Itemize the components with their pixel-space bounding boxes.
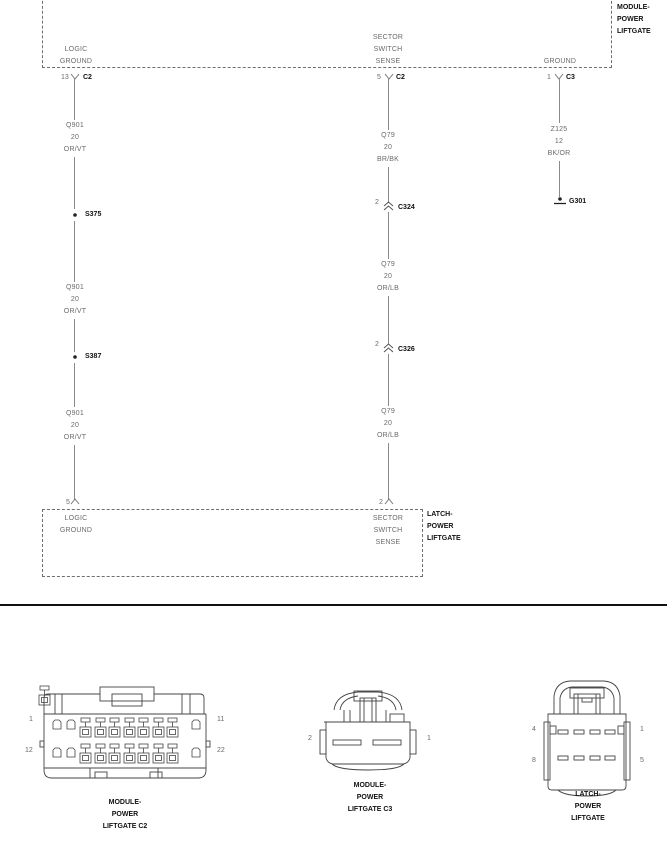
caption-line: MODULE- <box>353 782 387 789</box>
inline-connector-icon <box>383 201 394 211</box>
connector-latch-face-icon <box>543 680 631 797</box>
title-line: LIFTGATE <box>427 535 461 542</box>
wire-q901 <box>74 445 76 500</box>
wire-q79 <box>388 212 390 259</box>
wire-circuit-id: Q901 <box>66 410 84 417</box>
pin-label-ground: GROUND <box>59 527 93 534</box>
section-divider <box>0 604 667 606</box>
pin-label-sense: SENSE <box>375 539 401 546</box>
wire-color: BR/BK <box>376 156 399 163</box>
pin-number: 2 <box>375 199 379 206</box>
caption-line: MODULE- <box>108 799 142 806</box>
caption-line: POWER <box>111 811 139 818</box>
wire-q901 <box>74 157 76 209</box>
wire-color: OR/VT <box>63 146 87 153</box>
splice-label: S387 <box>85 353 102 360</box>
connector-c3-face-icon <box>319 690 417 771</box>
splice-dot-icon <box>73 355 77 359</box>
pin-label-switch: SWITCH <box>373 46 403 53</box>
wire-gauge: 20 <box>383 273 393 280</box>
pin-label-sector: SECTOR <box>372 34 404 41</box>
pin-label: 11 <box>217 716 225 723</box>
connector-name: C2 <box>83 74 92 81</box>
wire-z125 <box>559 161 561 197</box>
pin-label-sector: SECTOR <box>372 515 404 522</box>
caption-line: LATCH- <box>575 791 601 798</box>
pin-number: 5 <box>377 74 381 81</box>
splice-label: S375 <box>85 211 102 218</box>
caption-line: POWER <box>574 803 602 810</box>
wire-q901 <box>74 79 76 120</box>
wire-color: OR/VT <box>63 308 87 315</box>
pin-number: 1 <box>547 74 551 81</box>
connector-name: C3 <box>566 74 575 81</box>
pin-label-logic: LOGIC <box>64 46 88 53</box>
pin-label: 12 <box>25 747 33 754</box>
pin-label-logic: LOGIC <box>64 515 88 522</box>
pin-number: 13 <box>61 74 69 81</box>
pin-label: 4 <box>532 726 536 733</box>
wire-circuit-id: Q79 <box>381 408 395 415</box>
inline-connector-name: C326 <box>398 346 415 353</box>
wire-gauge: 20 <box>383 144 393 151</box>
module-power-liftgate-box <box>42 0 612 68</box>
pin-number: 2 <box>379 499 383 506</box>
caption-line: LIFTGATE C2 <box>102 823 148 830</box>
inline-connector-icon <box>383 343 394 353</box>
wire-q79 <box>388 79 390 130</box>
pin-label-sense: SENSE <box>375 58 401 65</box>
connector-c2-face-icon <box>38 685 211 779</box>
connector-male-icon <box>70 498 80 505</box>
inline-connector-name: C324 <box>398 204 415 211</box>
wire-z125 <box>559 79 561 123</box>
ground-icon <box>554 197 566 205</box>
pin-label: 1 <box>427 735 431 742</box>
wire-gauge: 20 <box>383 420 393 427</box>
wire-circuit-id: Q79 <box>381 132 395 139</box>
wire-color: OR/LB <box>376 285 399 292</box>
pin-label: 8 <box>532 757 536 764</box>
wire-circuit-id: Q79 <box>381 261 395 268</box>
caption-line: LIFTGATE C3 <box>347 806 393 813</box>
title-line: POWER <box>617 16 644 23</box>
wire-gauge: 20 <box>70 134 80 141</box>
pin-number: 5 <box>66 499 70 506</box>
latch-power-liftgate-box <box>42 509 423 577</box>
ground-label: G301 <box>569 198 587 205</box>
wire-q79 <box>388 354 390 406</box>
pin-label: 1 <box>640 726 644 733</box>
pin-label: 5 <box>640 757 644 764</box>
title-line: LATCH- <box>427 511 453 518</box>
connector-male-icon <box>384 498 394 505</box>
pin-label: 1 <box>29 716 33 723</box>
pin-number: 2 <box>375 341 379 348</box>
pin-label: 22 <box>217 747 225 754</box>
wire-q79 <box>388 296 390 344</box>
wire-q79 <box>388 167 390 203</box>
wire-color: BK/OR <box>547 150 571 157</box>
splice-dot-icon <box>73 213 77 217</box>
wire-q901 <box>74 319 76 352</box>
title-line: MODULE- <box>617 4 650 11</box>
wire-gauge: 20 <box>70 296 80 303</box>
wire-q901 <box>74 363 76 407</box>
wire-circuit-id: Z125 <box>550 126 568 133</box>
pin-label-ground-c3: GROUND <box>543 58 577 65</box>
wire-circuit-id: Q901 <box>66 284 84 291</box>
title-line: POWER <box>427 523 454 530</box>
pin-label-switch: SWITCH <box>373 527 403 534</box>
wire-q901 <box>74 221 76 282</box>
wire-gauge: 20 <box>70 422 80 429</box>
wire-gauge: 12 <box>554 138 564 145</box>
wire-q79 <box>388 443 390 500</box>
wire-circuit-id: Q901 <box>66 122 84 129</box>
title-line: LIFTGATE <box>617 28 651 35</box>
pin-label: 2 <box>308 735 312 742</box>
caption-line: LIFTGATE <box>571 815 605 822</box>
connector-name: C2 <box>396 74 405 81</box>
pin-label-ground: GROUND <box>59 58 93 65</box>
wire-color: OR/LB <box>376 432 399 439</box>
wire-color: OR/VT <box>63 434 87 441</box>
caption-line: POWER <box>356 794 384 801</box>
